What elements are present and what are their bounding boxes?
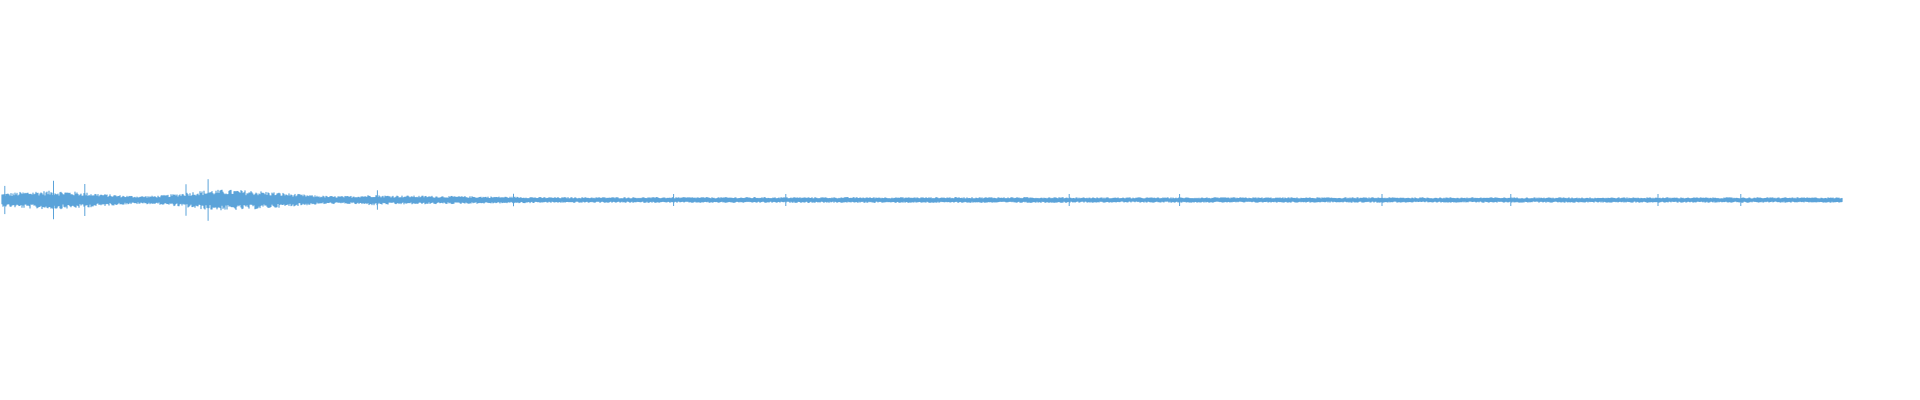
- audio-waveform[interactable]: [0, 0, 1920, 400]
- waveform-canvas: [0, 0, 1920, 400]
